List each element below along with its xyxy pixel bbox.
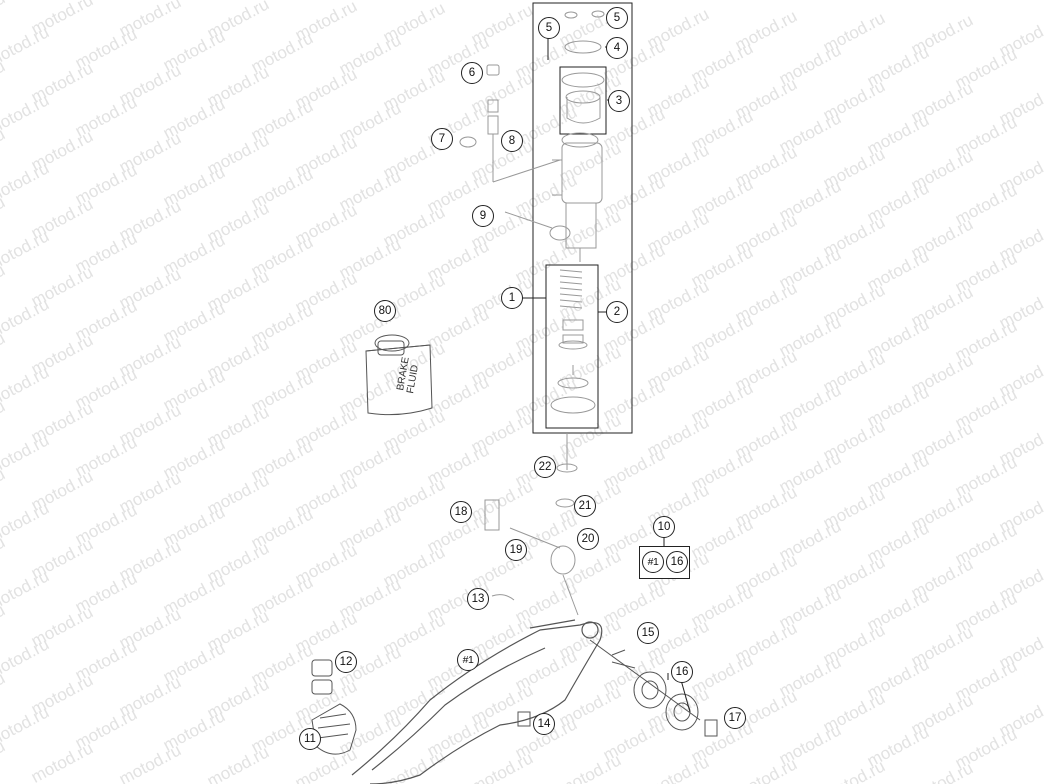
callout-part-14[interactable]: 14: [533, 713, 555, 735]
pushrod-parts: [484, 433, 579, 616]
brake-pedal-lever: [351, 619, 603, 784]
callout-part-2[interactable]: 2: [606, 301, 628, 323]
pedal-tip: [311, 659, 357, 755]
callout-part-6[interactable]: 6: [461, 62, 483, 84]
callout-part-4[interactable]: 4: [606, 37, 628, 59]
callout-part-5[interactable]: 5: [538, 17, 560, 39]
callout-part-20[interactable]: 20: [577, 528, 599, 550]
cap-parts: [561, 10, 605, 124]
can-label-line2: FLUID: [405, 364, 421, 394]
callout-part-10[interactable]: 10: [653, 516, 675, 538]
callout-part-17[interactable]: 17: [724, 707, 746, 729]
callout-part-22[interactable]: 22: [534, 456, 556, 478]
hose-fittings: [459, 64, 561, 229]
callout-part-11[interactable]: 11: [299, 728, 321, 750]
piston-kit-box: [545, 264, 599, 429]
callout-part-9[interactable]: 9: [472, 205, 494, 227]
callout-part-18[interactable]: 18: [450, 501, 472, 523]
callout-part-5[interactable]: 5: [606, 7, 628, 29]
callout-part-12[interactable]: 12: [335, 651, 357, 673]
callout-kit-part-16[interactable]: 16: [666, 551, 688, 573]
callout-part-8[interactable]: 8: [501, 130, 523, 152]
callout-part-16[interactable]: 16: [671, 661, 693, 683]
callout-part-19[interactable]: 19: [505, 539, 527, 561]
callout-part-15[interactable]: 15: [637, 622, 659, 644]
pivot-bearings: [517, 639, 718, 737]
callout-part-21[interactable]: 21: [574, 495, 596, 517]
master-cylinder-frame: [532, 2, 633, 434]
callout-kit-part-1[interactable]: #1: [642, 551, 664, 573]
callout-part-13[interactable]: 13: [467, 588, 489, 610]
callout-part-80[interactable]: 80: [374, 300, 396, 322]
cylinder-body: [549, 132, 603, 262]
callout-part-1[interactable]: 1: [501, 287, 523, 309]
callout-part-7[interactable]: 7: [431, 128, 453, 150]
callout-pedal-part-1[interactable]: #1: [457, 649, 479, 671]
brake-fluid-can: [365, 334, 433, 416]
reservoir-cap-kit-box: [559, 66, 607, 135]
leader-lines: [522, 38, 691, 713]
callout-part-3[interactable]: 3: [608, 90, 630, 112]
piston-parts: [550, 269, 596, 414]
